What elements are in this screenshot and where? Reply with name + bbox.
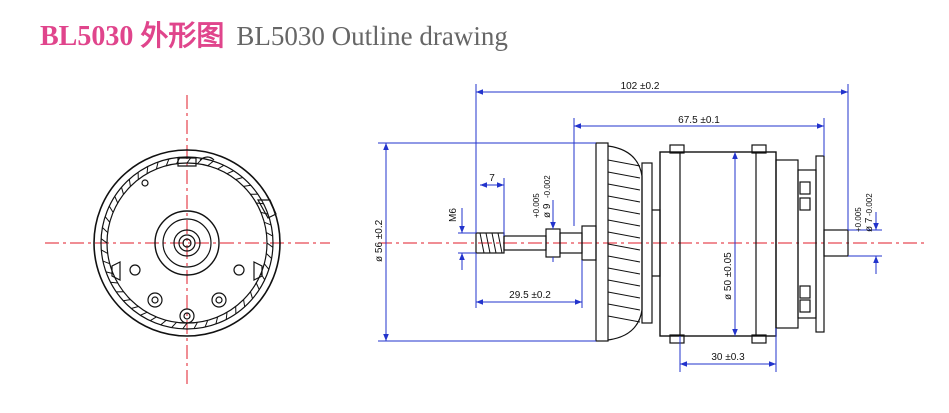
mount-hole — [211, 292, 227, 308]
fin-tick — [100, 238, 108, 244]
fin-tick — [204, 320, 209, 328]
fin-tick — [264, 221, 272, 226]
fin-tick — [102, 260, 110, 265]
side-view — [378, 142, 925, 344]
side-fin — [607, 159, 641, 167]
end-cap — [595, 142, 609, 342]
fin-tick — [215, 316, 219, 325]
fin-tick — [265, 253, 272, 259]
dim-shaft-upper-tol: +0.005 — [532, 193, 541, 218]
fin-tick — [226, 170, 234, 175]
fin-tick — [120, 187, 125, 195]
page-title: BL5030 外形图 BL5030 Outline drawing — [40, 14, 508, 54]
fin-tick — [243, 299, 246, 307]
fin-tick — [255, 282, 260, 290]
fin-tick — [108, 205, 114, 213]
title-english: BL5030 Outline drawing — [236, 21, 508, 51]
fin-tick — [128, 179, 131, 187]
dim-shaft-extension: 29.5 ±0.2 — [509, 290, 551, 301]
fin-tick — [114, 196, 119, 204]
fin-tick — [182, 322, 188, 330]
dim-body-length: 67.5 ±0.1 — [678, 115, 720, 126]
dim-thread: M6 — [448, 208, 459, 222]
fin-tick — [131, 305, 139, 310]
title-chinese: BL5030 外形图 — [40, 21, 225, 52]
fin-tick — [249, 291, 254, 299]
fin-tick — [165, 158, 170, 166]
dim-rear-length: 30 ±0.3 — [711, 352, 745, 363]
fin-tick — [104, 216, 111, 223]
side-fin — [607, 231, 641, 239]
dim-rear-shaft-dia: ø 7 — [864, 217, 875, 232]
mount-hole — [179, 308, 195, 324]
side-fin — [607, 291, 641, 299]
rear-shaft — [823, 229, 849, 257]
dim-stator-dia: ø 50 ±0.05 — [723, 252, 734, 300]
outer-ring — [93, 149, 281, 337]
side-fin — [607, 279, 641, 287]
fin-tick — [146, 166, 149, 174]
fin-tick — [140, 311, 148, 316]
dim-flat-length: 7 — [489, 173, 495, 184]
side-fin — [607, 171, 641, 179]
fin-tick — [171, 321, 177, 328]
side-fin — [607, 255, 641, 263]
dim-rear-shaft-lower-tol: -0.002 — [865, 193, 874, 216]
dim-overall-length: 102 ±0.2 — [621, 81, 660, 92]
front-view — [45, 95, 330, 388]
fin-tick — [193, 322, 198, 329]
dimension-labels: 102 ±0.2 67.5 ±0.1 7 ø 9 +0.005 -0.002 ø… — [374, 81, 875, 363]
dimensions — [378, 84, 882, 372]
side-fin — [607, 315, 641, 323]
fin-tick — [266, 242, 274, 248]
dim-shaft-dia: ø 9 — [542, 203, 553, 218]
fin-tick — [243, 184, 251, 187]
stator-body — [659, 151, 777, 337]
side-fin — [607, 207, 641, 215]
fin-tick — [102, 227, 109, 233]
dim-rear-shaft-upper-tol: +0.005 — [854, 207, 863, 232]
side-fin — [607, 303, 641, 311]
side-fin — [607, 183, 641, 191]
fin-tick — [235, 176, 243, 181]
fin-tick — [110, 281, 118, 284]
hub — [154, 210, 220, 276]
fin-tick — [123, 299, 131, 302]
fin-tick — [225, 312, 228, 320]
dim-shaft-lower-tol: -0.002 — [543, 175, 552, 198]
fin-tick — [101, 249, 108, 254]
side-fin — [607, 243, 641, 251]
fin-tick — [160, 319, 167, 326]
fin-tick — [217, 164, 225, 170]
fin-tick — [207, 160, 214, 167]
mount-hole — [147, 292, 163, 308]
side-fin — [607, 267, 641, 275]
fin-tick — [263, 263, 270, 270]
fin-tick — [266, 232, 273, 237]
fin-tick — [155, 161, 159, 170]
fin-tick — [149, 316, 157, 322]
dim-outer-dia: ø 56 ±0.2 — [374, 219, 385, 262]
side-fin — [607, 195, 641, 203]
side-fin — [607, 219, 641, 227]
fin-tick — [260, 211, 269, 215]
